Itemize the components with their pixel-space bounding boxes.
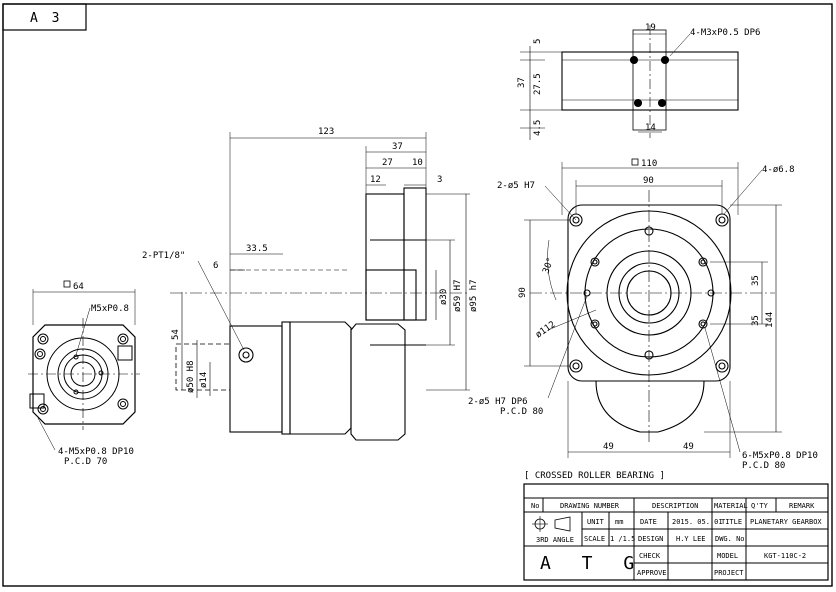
dim-35-a: 35: [751, 275, 761, 286]
input-end-view: [28, 289, 140, 451]
dim-19: 19: [645, 23, 656, 33]
dim-5: 5: [533, 39, 543, 44]
pin-pcd-note: P.C.D 80: [500, 407, 543, 417]
tb-model-label: MODEL: [717, 552, 738, 560]
dim-input-h8: ø50 H8: [186, 360, 196, 393]
tb-date-value: 2015. 05. 01: [672, 518, 723, 526]
dim-37: 37: [517, 77, 527, 88]
dim-pcd-112: ø112: [534, 320, 558, 341]
dim-6: 6: [213, 261, 218, 271]
dim-27: 27: [382, 158, 393, 168]
dim-49-b: 49: [683, 442, 694, 452]
tb-scale-value: 1 /1.5: [610, 535, 635, 543]
dim-33-5: 33.5: [246, 244, 268, 254]
bearing-note: [ CROSSED ROLLER BEARING ]: [524, 471, 665, 481]
thread-bottom-note: 6-M5xP0.8 DP10: [742, 451, 818, 461]
dim-input-shaft: ø14: [199, 372, 209, 388]
pin-bottom-note: 2-ø5 H7 DP6: [468, 397, 528, 407]
input-thread-bottom: 4-M5xP0.8 DP10: [58, 447, 134, 457]
pin-top-note: 2-ø5 H7: [497, 181, 535, 191]
dim-bore-h7: ø59 H7: [453, 279, 463, 312]
tb-title-label: TITLE: [721, 518, 742, 526]
dim-49-a: 49: [603, 442, 614, 452]
tb-header-qty: Q'TY: [751, 502, 769, 510]
tb-header-description: DESCRIPTION: [652, 502, 698, 510]
tb-header-remark: REMARK: [789, 502, 815, 510]
square-symbol-icon: [63, 280, 71, 288]
flange-square-dim: 110: [641, 159, 657, 169]
dim-bore-inner: ø30: [439, 289, 449, 305]
key-thread-note: 4-M3xP0.5 DP6: [690, 28, 760, 38]
input-thread-top: M5xP0.8: [91, 304, 129, 314]
dim-14: 14: [645, 123, 656, 133]
port-note: 2-PT1/8": [142, 251, 185, 261]
dim-bore-outer: ø95 h7: [469, 279, 479, 312]
tb-angle-label: 3RD ANGLE: [536, 536, 574, 544]
dim-90-top: 90: [643, 176, 654, 186]
tb-header-material: MATERIAL: [714, 502, 748, 510]
tb-header-drawing-number: DRAWING NUMBER: [560, 502, 620, 510]
tb-project-label: PROJECT: [714, 569, 744, 577]
tb-header-no: No: [531, 502, 539, 510]
dim-144: 144: [765, 312, 775, 328]
tb-check-label: CHECK: [639, 552, 661, 560]
sheet-size-label: A 3: [30, 11, 62, 26]
tb-approve-label: APPROVE: [637, 569, 667, 577]
tb-design-value: H.Y LEE: [676, 535, 706, 543]
square-symbol-icon: [631, 158, 639, 166]
through-holes-note: 4-ø6.8: [762, 165, 795, 175]
tb-model-value: KGT-110C-2: [764, 552, 806, 560]
input-square-dim: 64: [73, 282, 84, 292]
dim-flange-total: 37: [392, 142, 403, 152]
title-block: [523, 483, 829, 581]
dim-12: 12: [370, 175, 381, 185]
dim-27-5: 27.5: [533, 73, 543, 95]
thread-pcd-note: P.C.D 80: [742, 461, 785, 471]
tb-unit-label: UNIT: [587, 518, 605, 526]
sheet-size-box: [2, 3, 87, 31]
output-flange-view: [524, 162, 782, 458]
tb-date-label: DATE: [640, 518, 657, 526]
key-detail-view: [520, 25, 739, 140]
dim-4-5: 4.5: [533, 120, 543, 136]
angle-30: 30°: [541, 256, 556, 275]
tb-title-value: PLANETARY GEARBOX: [750, 518, 822, 526]
dim-10: 10: [412, 158, 423, 168]
dim-35-b: 35: [751, 315, 761, 326]
tb-dwg-label: DWG. No: [715, 535, 745, 543]
sheet-border: [2, 3, 833, 587]
dim-54: 54: [171, 329, 181, 340]
tb-unit-value: mm: [615, 518, 623, 526]
dim-overall-length: 123: [318, 127, 334, 137]
company-logo: A T G: [540, 553, 644, 574]
input-pcd: P.C.D 70: [64, 457, 107, 467]
tb-scale-label: SCALE: [584, 535, 605, 543]
dim-90-left: 90: [518, 287, 528, 298]
gearbox-side-view: [170, 132, 470, 441]
tb-design-label: DESIGN: [638, 535, 663, 543]
dim-3: 3: [437, 175, 442, 185]
